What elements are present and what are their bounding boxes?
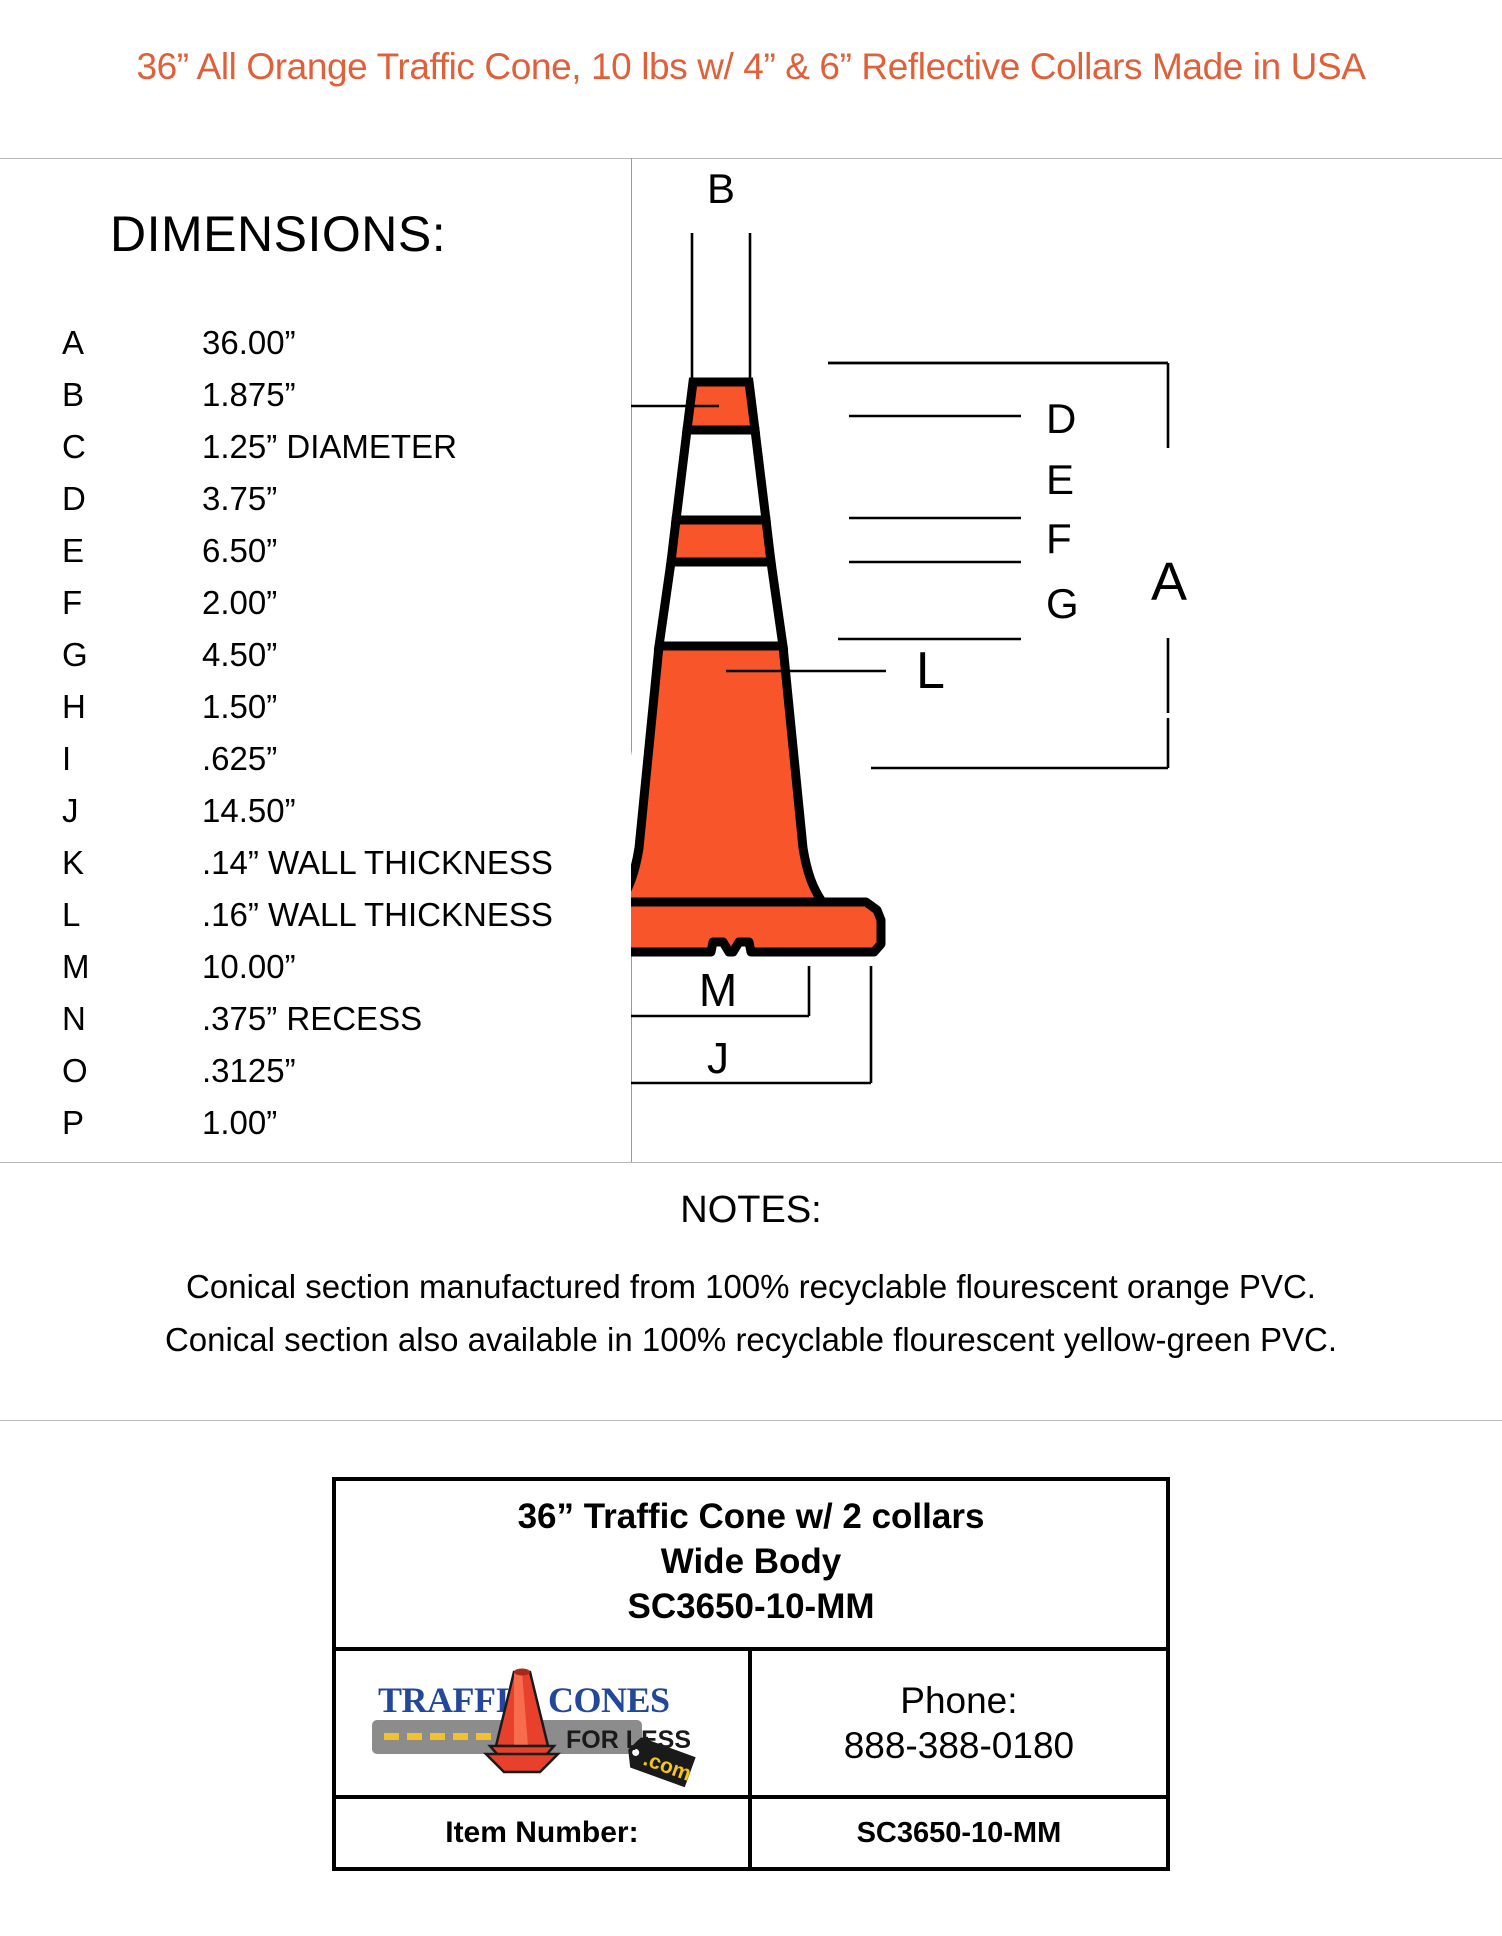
notes-heading: NOTES: (680, 1189, 822, 1231)
dimension-key: P (62, 1104, 85, 1141)
dimension-row: B 1.875” (62, 369, 602, 421)
callout-l: L (916, 642, 945, 700)
callout-j: J (707, 1034, 729, 1083)
cone-white-collar-upper (670, 425, 772, 525)
dimension-key: C (62, 428, 86, 465)
dimension-row: F 2.00” (62, 577, 602, 629)
dimension-key: D (62, 480, 86, 517)
dimension-value: 4.50” (202, 636, 278, 673)
phone-label: Phone: (900, 1680, 1018, 1722)
dimension-value: 1.50” (202, 688, 278, 725)
dimension-row: K .14” WALL THICKNESS (62, 837, 602, 889)
callout-f: F (1046, 515, 1072, 562)
dimension-row: H 1.50” (62, 681, 602, 733)
title-block-header-line: SC3650-10-MM (627, 1586, 875, 1626)
dimension-row: M 10.00” (62, 941, 602, 993)
title-block: 36” Traffic Cone w/ 2 collars Wide Body … (332, 1477, 1170, 1872)
dimension-row: G 4.50” (62, 629, 602, 681)
dimension-value: 3.75” (202, 480, 278, 517)
dimension-value: 1.00” (202, 1104, 278, 1141)
note-line: Conical section manufactured from 100% r… (186, 1268, 1316, 1305)
page-title: 36” All Orange Traffic Cone, 10 lbs w/ 4… (136, 46, 1366, 87)
dimension-key: M (62, 948, 90, 985)
dimension-value: .3125” (202, 1052, 296, 1089)
dimension-value: 2.00” (202, 584, 278, 621)
dimension-value: 10.00” (202, 948, 296, 985)
title-block-header-line: 36” Traffic Cone w/ 2 collars (517, 1497, 985, 1536)
dimension-row: I .625” (62, 733, 602, 785)
dimension-b-lines (690, 233, 752, 391)
title-block-bottom-row: Item Number: SC3650-10-MM (336, 1799, 1166, 1868)
dimensions-heading: DIMENSIONS: (110, 206, 447, 262)
dimension-row: O .3125” (62, 1045, 602, 1097)
divider-under-drawing (0, 1162, 1502, 1163)
dimension-row: N .375” RECESS (62, 993, 602, 1045)
dimension-key: N (62, 1000, 86, 1037)
callout-a: A (1151, 552, 1187, 612)
logo-cell: TRAFFIC CONES FOR LESS .com (336, 1651, 752, 1796)
dimensions-table: A 36.00” B 1.875” C 1.25” DIAMETER D 3.75” E… (62, 317, 602, 1149)
dimension-key: K (62, 844, 85, 881)
item-number-label: Item Number: (445, 1816, 639, 1850)
item-number-value: SC3650-10-MM (856, 1816, 1062, 1849)
title-block-header: 36” Traffic Cone w/ 2 collars Wide Body … (336, 1481, 1166, 1652)
logo-word-cones: CONES (548, 1680, 670, 1720)
divider-under-notes (0, 1420, 1502, 1421)
dimension-key: I (62, 740, 72, 777)
dimension-key: B (62, 376, 85, 413)
dimension-key: O (62, 1052, 88, 1089)
dimension-key: A (62, 324, 85, 361)
callout-m: M (699, 964, 737, 1016)
cone-orange-band (665, 515, 777, 567)
callout-e: E (1046, 456, 1074, 503)
dimension-row: L .16” WALL THICKNESS (62, 889, 602, 941)
dimension-row: P 1.00” (62, 1097, 602, 1149)
dimension-row: D 3.75” (62, 473, 602, 525)
dimension-value: .16” WALL THICKNESS (202, 896, 553, 933)
dimension-key: L (62, 896, 81, 933)
dimension-value: 1.25” DIAMETER (202, 428, 457, 465)
dimension-value: 36.00” (202, 324, 296, 361)
dimension-j-bracket (631, 966, 873, 1085)
divider-under-title (0, 158, 1502, 159)
item-number-value-cell: SC3650-10-MM (752, 1799, 1166, 1867)
traffic-cone-technical-drawing: B K D E F G L A M J (631, 165, 1187, 1085)
dimension-value: 6.50” (202, 532, 278, 569)
dimension-key: H (62, 688, 86, 725)
dimension-key: F (62, 584, 83, 621)
dimension-key: J (62, 792, 79, 829)
traffic-cones-for-less-logo: TRAFFIC CONES FOR LESS .com (371, 1668, 696, 1788)
logo-cone-icon (482, 1668, 561, 1774)
dimension-row: J 14.50” (62, 785, 602, 837)
dimension-value: 1.875” (202, 376, 296, 413)
dimension-m-bracket (631, 966, 811, 1018)
callout-d: D (1046, 395, 1076, 442)
callout-g: G (1046, 580, 1079, 627)
logo-tag-string (632, 1737, 648, 1751)
note-line: Conical section also available in 100% r… (164, 1321, 1338, 1358)
dimension-key: G (62, 636, 88, 673)
cone-white-collar-lower (653, 557, 789, 651)
cone-drawing-panel: B K D E F G L A M J (631, 158, 1502, 1162)
dimension-value: .625” (202, 740, 278, 777)
title-block-middle-row: TRAFFIC CONES FOR LESS .com (336, 1651, 1166, 1800)
phone-cell: Phone: 888-388-0180 (752, 1651, 1166, 1795)
dimension-value: .375” RECESS (202, 1000, 423, 1037)
cone-base-flange (631, 897, 886, 957)
dimension-value: 14.50” (202, 792, 296, 829)
dimension-key: E (62, 532, 85, 569)
callout-b: B (707, 165, 735, 212)
dimension-row: A 36.00” (62, 317, 602, 369)
phone-number: 888-388-0180 (843, 1725, 1075, 1767)
dimension-row: E 6.50” (62, 525, 602, 577)
title-block-header-line: Wide Body (660, 1541, 842, 1581)
item-number-label-cell: Item Number: (336, 1799, 752, 1868)
dimension-a-bracket (828, 361, 1170, 770)
dimension-value: .14” WALL THICKNESS (202, 844, 553, 881)
dimension-row: C 1.25” DIAMETER (62, 421, 602, 473)
divider-vertical (631, 158, 632, 1162)
